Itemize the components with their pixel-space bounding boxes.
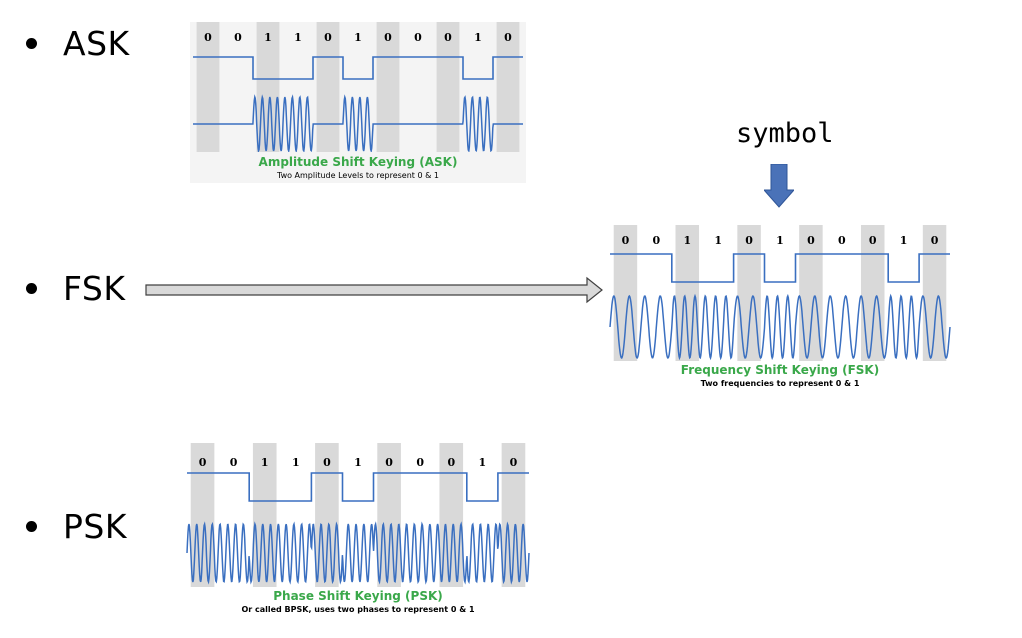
symbol-column-shade: [252, 443, 277, 587]
psk-caption: Or called BPSK, uses two phases to repre…: [241, 605, 475, 614]
symbol-column-shade: [922, 225, 947, 361]
bit-label: 0: [653, 234, 661, 247]
bit-label: 1: [294, 31, 302, 44]
symbol-column-shade: [190, 443, 215, 587]
bit-label: 1: [714, 234, 722, 247]
bit-label: 0: [323, 456, 331, 469]
symbol-label: symbol: [736, 118, 834, 149]
digital-signal-line: [193, 56, 523, 80]
bullet-label-ask: ASK: [63, 24, 130, 63]
bit-label: 1: [292, 456, 300, 469]
symbol-column-shade: [256, 22, 280, 152]
bit-label: 1: [776, 234, 784, 247]
symbol-column-shade: [496, 22, 520, 152]
bit-label: 0: [869, 234, 877, 247]
symbol-column-shade: [737, 225, 761, 361]
bullet-fsk: FSK: [26, 269, 126, 308]
modulated-carrier-wave: [186, 521, 530, 585]
bullet-label-fsk: FSK: [63, 269, 126, 308]
symbol-column-shade: [315, 443, 339, 587]
bit-label: 1: [683, 234, 691, 247]
modulated-carrier-wave: [193, 94, 523, 152]
ask-waveform: 0 0 1 1 0 1 0 0 0 1 0: [193, 22, 523, 152]
bit-label: 1: [354, 456, 362, 469]
symbol-column-shade: [196, 22, 220, 152]
bullet-ask: ASK: [26, 24, 130, 63]
bit-label: 0: [510, 456, 518, 469]
digital-signal-line: [610, 253, 950, 283]
symbol-column-shade: [436, 22, 460, 152]
fsk-title: Frequency Shift Keying (FSK): [680, 363, 880, 377]
fsk-caption: Two frequencies to represent 0 & 1: [700, 379, 860, 388]
digital-signal-line: [187, 472, 529, 502]
bit-label: 0: [384, 31, 392, 44]
symbol-column-shade: [376, 22, 400, 152]
symbol-down-arrow-icon: [764, 164, 794, 208]
fsk-waveform: 0 0 1 1 0 1 0 0 0 1 0: [609, 225, 951, 361]
fsk-waveform-panel: 0 0 1 1 0 1 0 0 0 1 0 Frequency Shift Keying (FSK)…: [607, 225, 953, 390]
bullet-psk: PSK: [26, 507, 127, 546]
bit-label: 0: [622, 234, 630, 247]
bullet-dot: [26, 521, 37, 532]
psk-waveform: 0 0 1 1 0 1 0 0 0 1 0: [186, 443, 530, 587]
bit-label: 0: [324, 31, 332, 44]
bit-label: 0: [745, 234, 753, 247]
bit-label: 0: [444, 31, 452, 44]
bit-label: 0: [234, 31, 242, 44]
symbol-column-shade: [799, 225, 823, 361]
psk-waveform-panel: 0 0 1 1 0 1 0 0 0 1 0 Phase Shift Keying (PSK) Or …: [184, 443, 532, 617]
bullet-dot: [26, 38, 37, 49]
bit-label: 1: [354, 31, 362, 44]
bit-label: 0: [199, 456, 207, 469]
bit-label: 1: [474, 31, 482, 44]
symbol-column-shade: [613, 225, 638, 361]
fsk-pointer-arrow-icon: [145, 276, 603, 304]
ask-title: Amplitude Shift Keying (ASK): [258, 155, 458, 169]
bit-label: 0: [838, 234, 846, 247]
symbol-column-shade: [501, 443, 526, 587]
ask-waveform-panel: 0 0 1 1 0 1 0 0 0 1 0 Amplitude Shift Keying (ASK)…: [190, 22, 526, 183]
ask-caption: Two Amplitude Levels to represent 0 & 1: [277, 171, 439, 180]
bit-label: 0: [416, 456, 424, 469]
bit-label: 0: [447, 456, 455, 469]
bit-label: 1: [261, 456, 269, 469]
modulated-carrier-wave: [609, 293, 951, 361]
bullet-dot: [26, 283, 37, 294]
bit-label: 1: [900, 234, 908, 247]
bit-label: 0: [807, 234, 815, 247]
bit-label: 0: [204, 31, 212, 44]
bit-label: 0: [385, 456, 393, 469]
bit-label: 1: [264, 31, 272, 44]
bullet-label-psk: PSK: [63, 507, 127, 546]
bit-label: 0: [931, 234, 939, 247]
bit-label: 0: [230, 456, 238, 469]
symbol-column-shade: [377, 443, 401, 587]
bit-label: 0: [504, 31, 512, 44]
psk-title: Phase Shift Keying (PSK): [273, 589, 443, 603]
symbol-column-shade: [439, 443, 464, 587]
bit-label: 0: [414, 31, 422, 44]
symbol-column-shade: [860, 225, 885, 361]
bit-label: 1: [479, 456, 487, 469]
symbol-column-shade: [316, 22, 340, 152]
